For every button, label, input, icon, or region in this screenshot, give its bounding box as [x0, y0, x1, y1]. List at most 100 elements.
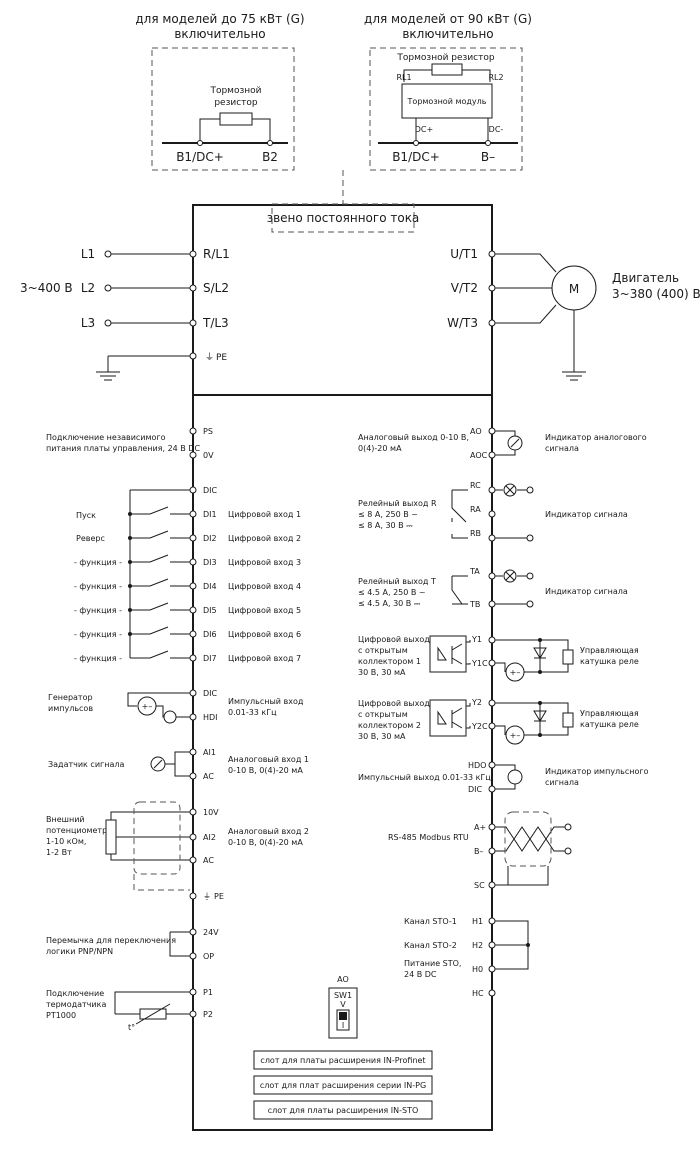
label-din4: Цифровой вход 4: [228, 582, 301, 591]
label-relr-3: ≤ 8 А, 30 В ⎓: [358, 521, 413, 530]
relay-tb-terminal: [526, 600, 534, 608]
term-pe: [189, 352, 197, 360]
term-di5: [189, 606, 197, 614]
label-pt-3: PT1000: [46, 1011, 76, 1020]
label-bminus: B–: [474, 847, 484, 856]
label-din3: Цифровой вход 3: [228, 558, 301, 567]
label-din6: Цифровой вход 6: [228, 630, 301, 639]
label-aoc: AOC: [470, 451, 488, 460]
label-dcminus: DC-: [489, 125, 504, 134]
term-p1: [189, 988, 197, 996]
term-pe2: [189, 892, 197, 900]
do2-wires: [495, 702, 569, 735]
term-dic-right: [488, 785, 496, 793]
label-di1: DI1: [203, 510, 217, 519]
brake-resistor-label-1: Тормозной: [209, 86, 261, 96]
label-pt-1: Подключение: [46, 989, 104, 998]
label-relt-3: ≤ 4.5 А, 30 В ⎓: [358, 599, 421, 608]
label-din7: Цифровой вход 7: [228, 654, 301, 663]
motor-letter: M: [569, 282, 579, 296]
term-s-l2: [189, 284, 197, 292]
term-dic2: [189, 689, 197, 697]
label-10v: 10V: [203, 808, 219, 817]
label-di2: DI2: [203, 534, 217, 543]
label-pulsegen-1: Генератор: [48, 693, 93, 702]
label-rs485: RS-485 Modbus RTU: [388, 833, 469, 842]
pulse-gen-hz-icon: [163, 710, 177, 724]
terminal-b1dc-left: [197, 140, 203, 146]
label-u-t1: U/T1: [450, 247, 478, 261]
relay-r-contacts: [451, 489, 468, 539]
relay-t-lamp-terminal: [526, 572, 534, 580]
term-t-l3: [189, 319, 197, 327]
label-ta: TA: [469, 567, 480, 576]
label-do1-1: Цифровой выход: [358, 635, 430, 644]
term-24v: [189, 928, 197, 936]
brake-module-box: [401, 83, 493, 119]
do2-junction-bottom: [538, 733, 542, 737]
term-v-t2: [488, 284, 496, 292]
ground-symbol-motor: [562, 310, 586, 381]
label-b2: B2: [262, 150, 278, 164]
term-hdi: [189, 713, 197, 721]
label-ain1-1: Аналоговый вход 1: [228, 755, 309, 764]
do1-wires: [495, 639, 569, 672]
optocoupler-1-icon: [429, 635, 467, 673]
do2-source-sign: +–: [510, 731, 521, 740]
brake-resistor-label: Тормозной резистор: [396, 53, 494, 63]
rs485-twisted-pair: [495, 826, 565, 852]
junction-di6: [128, 632, 132, 636]
switch-di4: [130, 578, 190, 587]
term-l1: [104, 250, 112, 258]
term-tb: [488, 600, 496, 608]
rs485-shield-frame: [504, 811, 552, 867]
term-aplus: [488, 823, 496, 831]
label-do1-4: 30 В, 30 мА: [358, 668, 406, 677]
left-header-line1: для моделей до 75 кВт (G): [135, 12, 304, 26]
label-coil1-1: Управляющая: [580, 646, 639, 655]
label-l2: L2: [81, 281, 95, 295]
slot-in-pg-label: слот для плат расширения серии IN-PG: [260, 1081, 426, 1090]
relay-r-lamp-cross: [505, 485, 515, 495]
label-reverse: Реверс: [76, 534, 105, 543]
term-di7: [189, 654, 197, 662]
label-t-sym: t°: [128, 1023, 135, 1032]
label-sensor: Задатчик сигнала: [48, 760, 124, 769]
label-pind-2: сигнала: [545, 778, 579, 787]
label-aplus: A+: [474, 823, 486, 832]
do2-diode-icon: [533, 710, 547, 722]
label-sto1: Канал STO-1: [404, 917, 457, 926]
left-control: Подключение независимого питания платы у…: [46, 427, 309, 1032]
term-0v: [189, 451, 197, 459]
term-ta: [488, 572, 496, 580]
term-h0: [488, 965, 496, 973]
junction-di1: [128, 512, 132, 516]
label-h0: H0: [472, 965, 483, 974]
term-10v: [189, 808, 197, 816]
label-sc: SC: [474, 881, 485, 890]
pe-ground-icon: ⏚: [205, 352, 214, 363]
label-sw1-v: V: [340, 1000, 346, 1009]
pot-wires: [110, 811, 190, 861]
relay-coil-2-icon: [562, 712, 574, 728]
label-coil2-1: Управляющая: [580, 709, 639, 718]
relay-r-lamp-terminal: [526, 486, 534, 494]
brake-option-right: для моделей от 90 кВт (G) включительно Т…: [364, 12, 532, 171]
label-sw1: SW1: [334, 991, 352, 1000]
do2-junction-top: [538, 701, 542, 705]
term-ac1: [189, 772, 197, 780]
brake-option-left: для моделей до 75 кВт (G) включительно Т…: [135, 12, 305, 171]
label-h2: H2: [472, 941, 483, 950]
sensor-wires: [165, 751, 190, 777]
thermistor-arrow: [135, 1003, 171, 1025]
jumper-wire: [169, 931, 190, 957]
term-ao: [488, 427, 496, 435]
left-brake-frame: [151, 47, 295, 171]
label-aout-1: Аналоговый выход 0-10 В,: [358, 433, 469, 442]
label-dic-right: DIC: [468, 785, 483, 794]
sto-junction: [526, 943, 530, 947]
motor-leads: [495, 253, 557, 324]
slot-in-pg: [253, 1075, 433, 1095]
slot-in-sto: [253, 1100, 433, 1120]
